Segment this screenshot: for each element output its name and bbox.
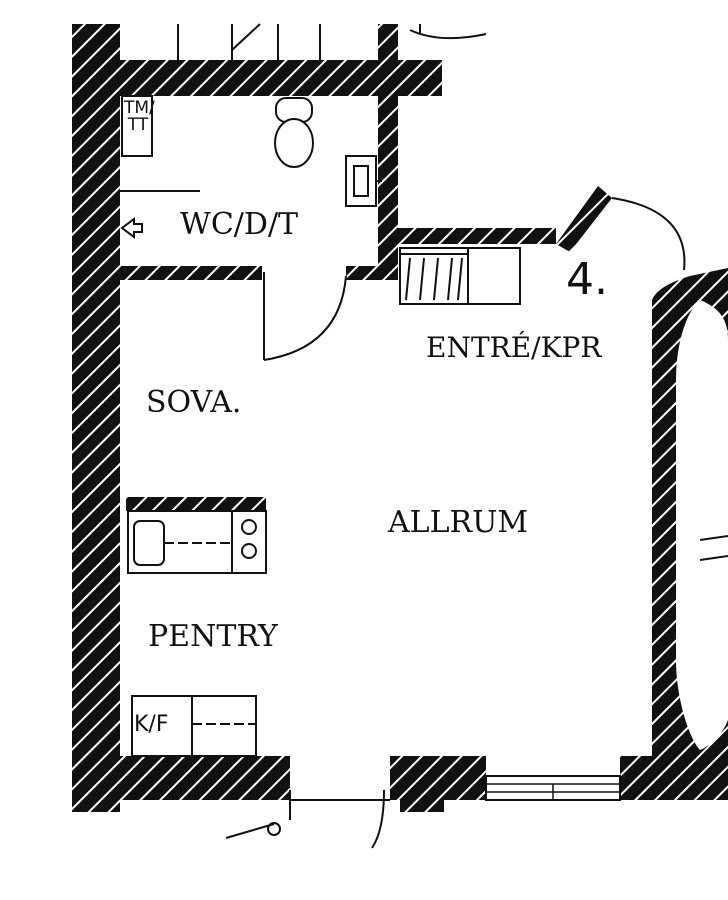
kitchen-fixtures xyxy=(127,510,267,757)
wall-bottom-mid xyxy=(390,756,486,800)
toilet-icon xyxy=(274,97,314,168)
wall-bottom-right xyxy=(620,756,728,800)
window xyxy=(485,775,621,801)
kf-box xyxy=(131,695,257,757)
entry-door xyxy=(611,197,686,271)
apartment-number: 4. xyxy=(566,254,608,305)
fixture-label-kf: K/F xyxy=(134,712,169,737)
room-label-sova: SOVA. xyxy=(146,385,242,420)
kitchen-sink-icon xyxy=(133,520,232,566)
wall-diagonal xyxy=(556,186,612,252)
room-label-entre: ENTRÉ/KPR xyxy=(426,331,602,364)
wall-left xyxy=(72,24,120,812)
wall-bottom-stub xyxy=(400,800,444,812)
wall-kitchen-top xyxy=(126,497,266,511)
wall-bath-right xyxy=(378,24,398,280)
bottom-door xyxy=(225,789,390,849)
vent-arrow-icon xyxy=(120,217,143,239)
wall-bottom-left xyxy=(120,756,290,800)
wall-entry-top xyxy=(398,228,556,244)
stove-icon xyxy=(231,510,267,574)
room-label-allrum: ALLRUM xyxy=(388,505,529,540)
room-label-wc: WC/D/T xyxy=(180,207,299,242)
top-fixtures xyxy=(177,23,487,60)
tm-tt-box xyxy=(121,95,153,157)
fixture-label-tm-tt: TM/ TT xyxy=(124,98,155,135)
wall-bath-bottom xyxy=(120,266,262,280)
room-label-pentry: PENTRY xyxy=(148,619,278,654)
right-door xyxy=(699,535,728,561)
wall-bath-bottom-right xyxy=(346,266,398,280)
entry-closet xyxy=(399,247,521,305)
walls xyxy=(72,24,728,812)
bathroom-fixtures xyxy=(120,95,382,361)
sink-icon xyxy=(345,155,382,207)
